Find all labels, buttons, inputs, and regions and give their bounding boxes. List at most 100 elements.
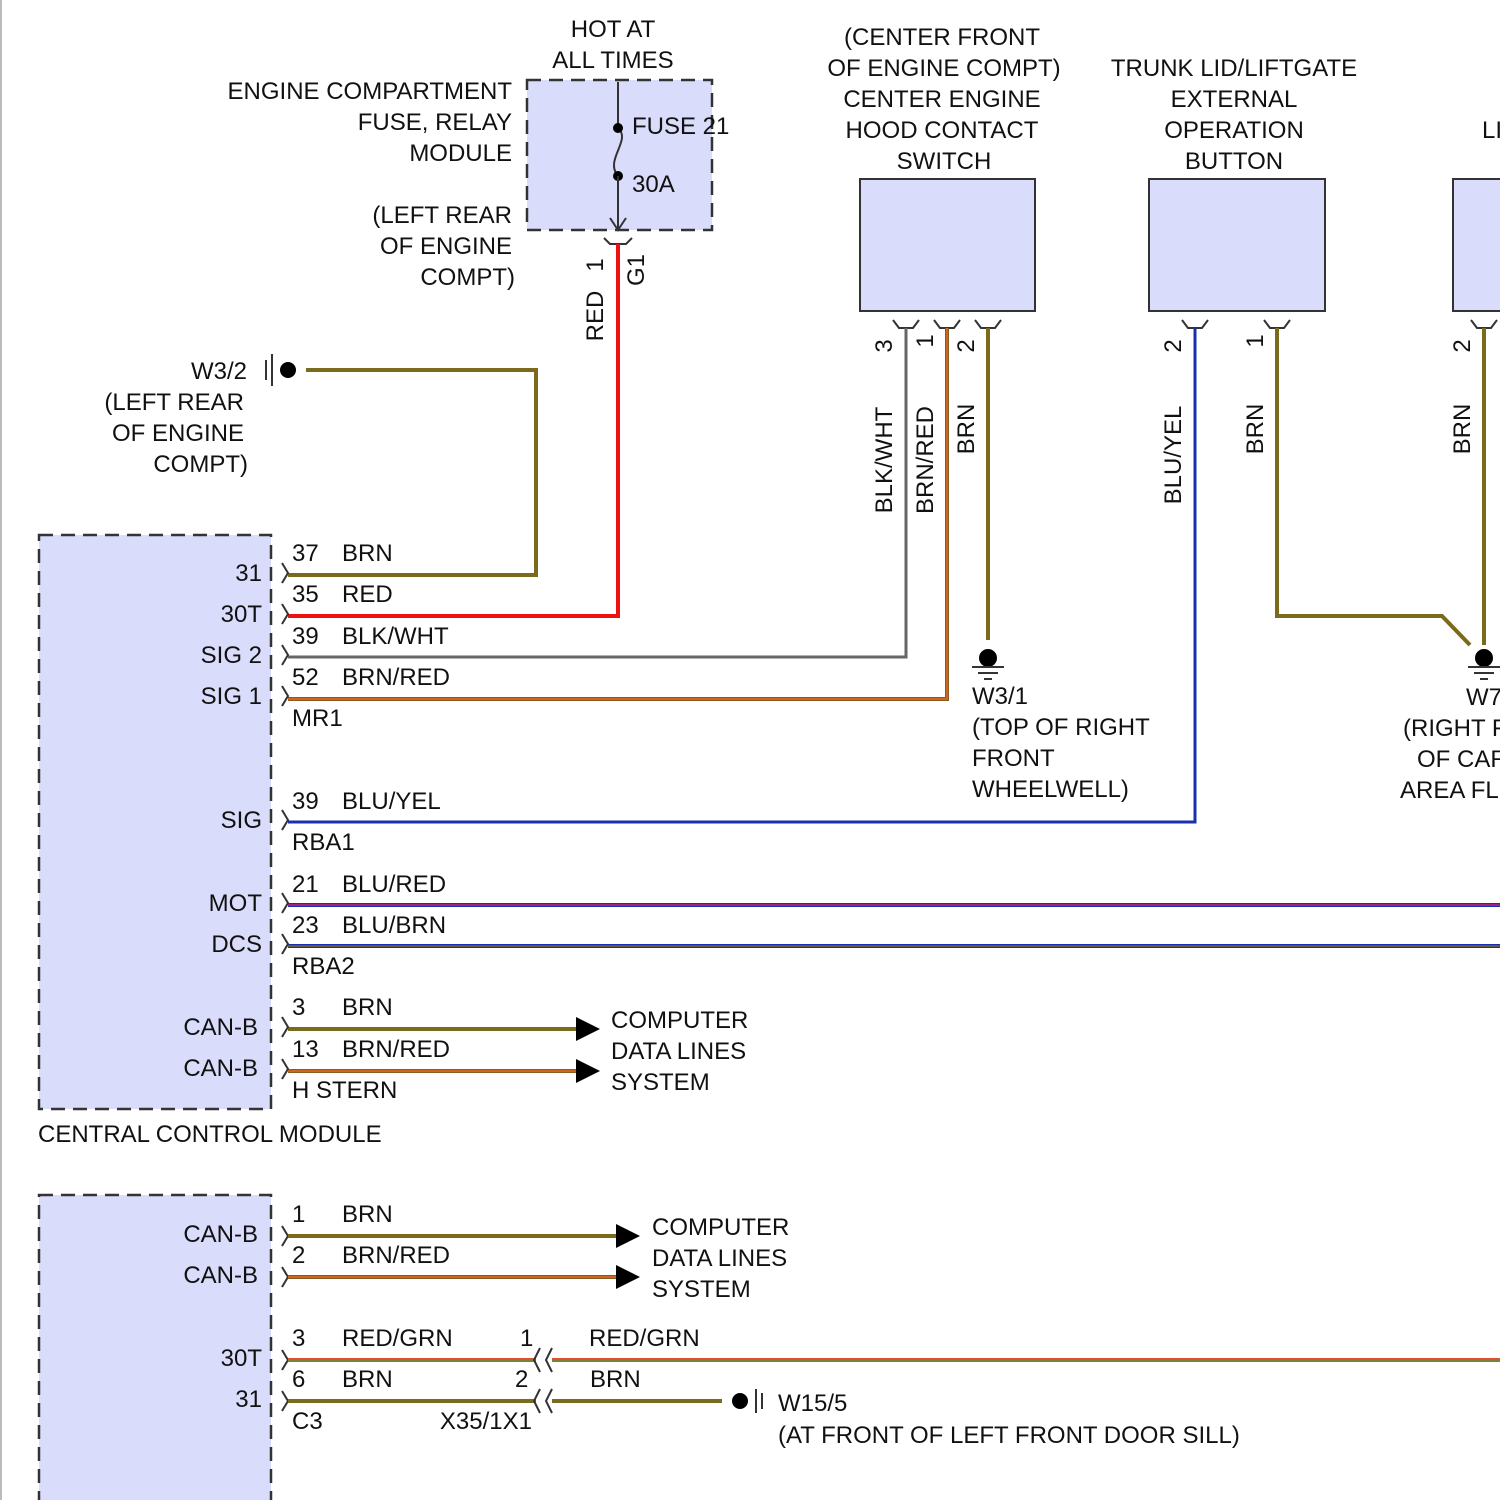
lm-term-can-b-1: CAN-B (183, 1221, 258, 1248)
trunk-pin-1: 1 (1242, 334, 1269, 347)
cm-term-sig1: SIG 1 (201, 683, 262, 710)
cm-pin-52: 52 (292, 664, 319, 691)
trunk-wire-brn: BRN (1242, 404, 1269, 455)
trunk-button-box (1149, 179, 1325, 311)
w3-2-name: W3/2 (191, 358, 247, 385)
fuse-module-name-1: ENGINE COMPARTMENT (228, 78, 513, 105)
wire-red-fuse (288, 244, 618, 616)
hot-at-label-1: HOT AT (571, 16, 656, 43)
w3-1-loc-3: WHEELWELL) (972, 776, 1129, 803)
cm-pin-23: 23 (292, 912, 319, 939)
splice-pin-1: 1 (520, 1325, 533, 1352)
fuse-module-name-3: MODULE (409, 140, 512, 167)
cm-pin-39b: 39 (292, 788, 319, 815)
trunk-title-4: BUTTON (1185, 148, 1283, 175)
cm-wire-21: BLU/RED (342, 871, 446, 898)
right-component: LI 2 BRN (1449, 117, 1500, 454)
fuse-module-box (527, 80, 712, 230)
fuse-module-location-1: (LEFT REAR (372, 202, 512, 229)
splice-connector-id: X35/1X1 (440, 1408, 532, 1435)
cm-pin-13: 13 (292, 1036, 319, 1063)
w3-2-loc-2: OF ENGINE (112, 420, 244, 447)
cm-term-30t: 30T (221, 601, 263, 628)
cm-pin-3: 3 (292, 994, 305, 1021)
cm-wire-35: RED (342, 581, 393, 608)
wire-brn-trunk (1277, 328, 1470, 645)
fuse-module-location-3: COMPT) (420, 264, 515, 291)
central-control-module: 31 30T SIG 2 SIG 1 SIG MOT DCS CAN-B CAN… (38, 535, 748, 1148)
lm-wire-1: BRN (342, 1201, 393, 1228)
trunk-title-2: EXTERNAL (1171, 86, 1298, 113)
lm-wire-2: BRN/RED (342, 1242, 450, 1269)
lm-wire-3: RED/GRN (342, 1325, 453, 1352)
hood-contact-switch: (CENTER FRONT OF ENGINE COMPT) CENTER EN… (827, 24, 1060, 514)
fuse-name: FUSE 21 (632, 113, 729, 140)
lm-pin-1: 1 (292, 1201, 305, 1228)
ground-w7: W7 (RIGHT F OF CAR AREA FL (1400, 649, 1500, 804)
far-wire-brn: BRN (590, 1366, 641, 1393)
trunk-wire-blu-yel: BLU/YEL (1160, 406, 1187, 505)
hood-switch-title-1: (CENTER FRONT (844, 24, 1040, 51)
trunk-title-1: TRUNK LID/LIFTGATE (1111, 55, 1357, 82)
lm-connector-c3: C3 (292, 1408, 323, 1435)
cm-pin-39a: 39 (292, 623, 319, 650)
trunk-lid-button: TRUNK LID/LIFTGATE EXTERNAL OPERATION BU… (1111, 55, 1357, 504)
lm-pin-6: 6 (292, 1366, 305, 1393)
cm-wire-37: BRN (342, 540, 393, 567)
cm-pin-37: 37 (292, 540, 319, 567)
cm-data-lines-3: SYSTEM (611, 1069, 710, 1096)
fuse-relay-module: HOT AT ALL TIMES ENGINE COMPARTMENT FUSE… (228, 16, 730, 341)
right-component-wire: BRN (1449, 404, 1476, 455)
right-component-pin: 2 (1449, 339, 1476, 352)
lm-pin-3: 3 (292, 1325, 305, 1352)
cm-term-dcs: DCS (211, 931, 262, 958)
trunk-pin-2: 2 (1160, 339, 1187, 352)
data-arrow-2 (576, 1059, 600, 1083)
w3-1-loc-2: FRONT (972, 745, 1055, 772)
fuse-connector-symbol (604, 238, 632, 244)
lm-term-30t: 30T (221, 1345, 263, 1372)
lm-wire-6: BRN (342, 1366, 393, 1393)
cm-term-sig2: SIG 2 (201, 642, 262, 669)
hood-wire-brn-red: BRN/RED (912, 406, 939, 514)
lm-data-lines-2: DATA LINES (652, 1245, 787, 1272)
lm-data-lines-3: SYSTEM (652, 1276, 751, 1303)
ground-w3-1: W3/1 (TOP OF RIGHT FRONT WHEELWELL) (972, 649, 1150, 803)
lm-data-arrow-2 (616, 1265, 640, 1289)
hood-switch-title-3: CENTER ENGINE (843, 86, 1040, 113)
trunk-title-3: OPERATION (1164, 117, 1304, 144)
splice-connector (534, 1348, 552, 1413)
cm-connector-rba1: RBA1 (292, 829, 355, 856)
hood-switch-title-4: HOOD CONTACT (846, 117, 1039, 144)
cm-wire-39a: BLK/WHT (342, 623, 449, 650)
wire-brn-w3-2 (288, 370, 536, 575)
w7-name: W7 (1466, 684, 1500, 711)
fuse-module-name-2: FUSE, RELAY (358, 109, 512, 136)
w3-2-loc-3: COMPT) (153, 451, 248, 478)
lm-term-31: 31 (235, 1386, 262, 1413)
hood-switch-title-2: OF ENGINE COMPT) (827, 55, 1060, 82)
cm-wire-23: BLU/BRN (342, 912, 446, 939)
w7-loc-3: AREA FL (1400, 777, 1499, 804)
cm-connector-mr1: MR1 (292, 705, 343, 732)
lm-data-arrow-1 (616, 1224, 640, 1248)
data-arrow-1 (576, 1017, 600, 1041)
fuse-connector-id: G1 (623, 254, 650, 286)
fuse-wire-color: RED (582, 291, 609, 342)
right-component-title: LI (1482, 117, 1500, 144)
lm-data-lines-1: COMPUTER (652, 1214, 789, 1241)
far-wire-red-grn: RED/GRN (589, 1325, 700, 1352)
w3-2-loc-1: (LEFT REAR (104, 389, 244, 416)
cm-wire-13: BRN/RED (342, 1036, 450, 1063)
splice-pin-2: 2 (515, 1366, 528, 1393)
lm-term-can-b-2: CAN-B (183, 1262, 258, 1289)
w15-5-name: W15/5 (778, 1390, 847, 1417)
cm-connector-h-stern: H STERN (292, 1077, 397, 1104)
lm-pin-2: 2 (292, 1242, 305, 1269)
w3-1-name: W3/1 (972, 683, 1028, 710)
cm-term-31: 31 (235, 560, 262, 587)
cm-pin-35: 35 (292, 581, 319, 608)
cm-term-can-b-1: CAN-B (183, 1014, 258, 1041)
hot-at-label-2: ALL TIMES (552, 47, 673, 74)
cm-wire-39b: BLU/YEL (342, 788, 441, 815)
